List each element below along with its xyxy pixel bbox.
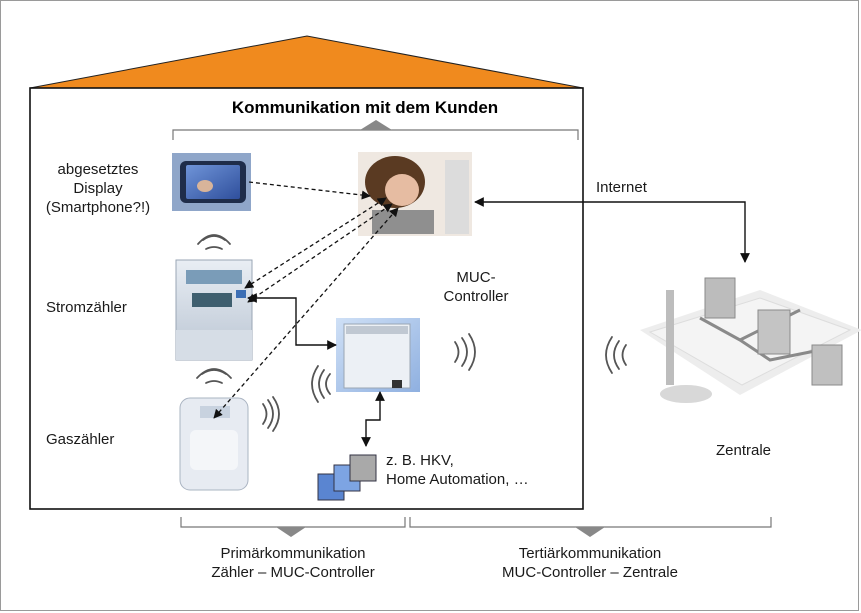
hkv-devices-icon xyxy=(317,454,377,501)
label-primaerkommunikation: Primärkommunikation Zähler – MUC-Control… xyxy=(211,545,375,581)
electricity-meter-icon xyxy=(175,259,253,361)
label-internet: Internet xyxy=(596,179,647,196)
customer-bracket xyxy=(172,129,579,140)
smartphone-icon xyxy=(172,153,251,211)
tertiary-bracket xyxy=(409,517,772,528)
label-display: abgesetztes Display (Smartphone?!) xyxy=(45,161,151,216)
muc-controller-device xyxy=(336,318,420,392)
primary-bracket-tip xyxy=(276,527,306,537)
house-roof xyxy=(29,35,584,89)
tertiary-bracket-tip xyxy=(575,527,605,537)
gas-meter-icon xyxy=(179,397,249,491)
server-network-icon xyxy=(640,277,861,403)
label-zentrale: Zentrale xyxy=(716,442,772,459)
house-outline xyxy=(29,87,584,510)
dashed-links xyxy=(213,181,399,419)
label-stromzaehler: Stromzähler xyxy=(46,299,127,316)
primary-bracket xyxy=(180,517,406,528)
label-tertiaerkommunikation: Tertiärkommunikation MUC-Controller – Ze… xyxy=(502,545,678,581)
label-muc-controller: MUC- Controller xyxy=(443,269,509,305)
customer-bracket-tip xyxy=(360,120,392,130)
woman-laptop-photo xyxy=(358,152,472,236)
diagram-title: Kommunikation mit dem Kunden xyxy=(231,98,499,117)
label-gaszaehler: Gaszähler xyxy=(46,431,115,448)
label-hkv: z. B. HKV, Home Automation, … xyxy=(386,452,529,488)
solid-links xyxy=(247,197,750,447)
